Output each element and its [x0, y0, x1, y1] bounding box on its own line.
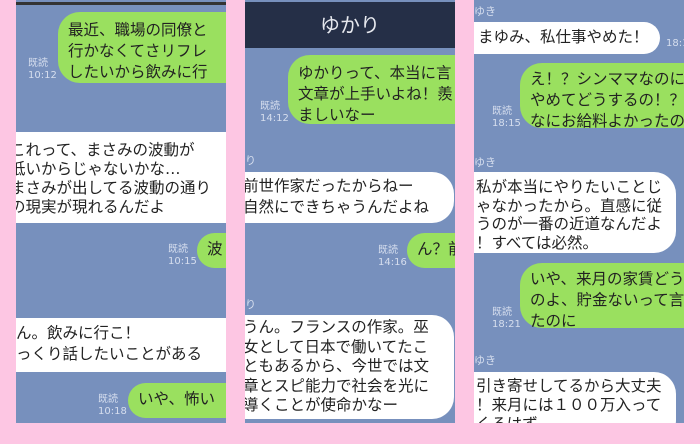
sender-name: ゆき — [474, 156, 496, 169]
message-bubble-sent: ん？前 — [407, 233, 455, 268]
message-bubble-received: 私が本当にやりたいことじ ゃなかったから。直感に従 うのが一番の近道なんだよ ！… — [474, 172, 676, 253]
message-bubble-received: うん。フランスの作家。巫 女として日本で働いてたこ ともあるから、今世では文 章… — [245, 315, 454, 419]
message-bubble-received: ん。飲みに行こ！ っくり話したいことがある — [16, 318, 226, 372]
chat-screenshot-3: ゆき まゆみ、私仕事やめた！ 18:1 え！？シンママなのに やめてどうするの！… — [474, 0, 684, 423]
message-bubble-received: 前世作家だったからねー 自然にできちゃうんだよね — [245, 172, 454, 223]
message-bubble-sent: いや、怖い — [128, 383, 226, 418]
chat-header-title: ゆかり — [245, 2, 455, 48]
sender-name: ゆき — [474, 354, 496, 367]
message-bubble-received: これって、まさみの波動が 低いからじゃないかな… まさみが出してる波動の通り の… — [16, 132, 226, 223]
message-bubble-sent: 波 — [197, 233, 226, 268]
message-bubble-sent: ゆかりって、本当に言 文章が上手いよね！羨 ましいなー — [288, 55, 455, 124]
sender-name: ゆき — [474, 5, 496, 18]
message-bubble-sent: いや、来月の家賃どう のよ、貯金ないって言 たのに — [520, 263, 684, 330]
sender-name: り — [245, 154, 256, 167]
message-bubble-received: 引き寄せしてるから大丈夫 ！来月には１００万入って くるはず — [474, 372, 676, 423]
divider — [16, 2, 226, 5]
message-bubble-sent: え！？シンママなのに やめてどうするの！？ なにお給料よかったの — [520, 63, 684, 130]
message-bubble-sent: 最近、職場の同僚と 行かなくてさリフレ したいから飲みに行 — [58, 12, 226, 83]
timestamp: 18:1 — [666, 38, 684, 49]
message-bubble-received: まゆみ、私仕事やめた！ — [474, 22, 660, 54]
sender-name: り — [245, 298, 256, 311]
